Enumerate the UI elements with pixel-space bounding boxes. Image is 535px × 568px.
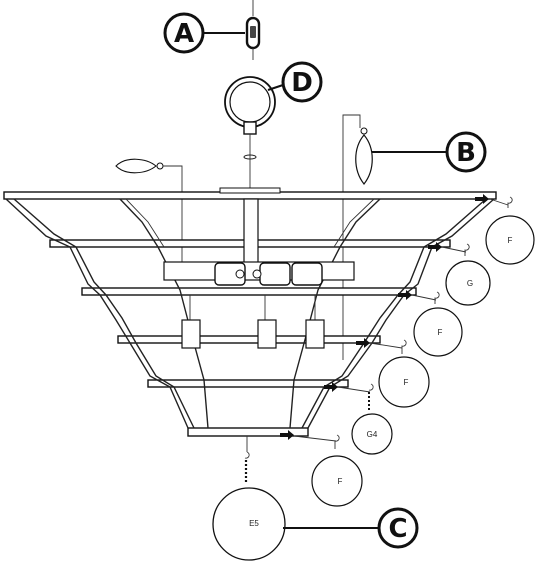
crystal-drop-small-icon — [115, 158, 205, 279]
callout-b-label: B — [456, 138, 476, 168]
ornament-ball-5-label: G4 — [367, 430, 378, 439]
ornament-ball-1: F — [485, 196, 535, 265]
ornament-ball-2-label: G — [467, 279, 473, 288]
ornament-ball-5: G4 — [337, 383, 393, 455]
ornament-ball-4-label: F — [404, 378, 409, 387]
ornament-ball-bottom-label: E5 — [249, 519, 259, 528]
ornament-ball-2: G — [441, 243, 491, 306]
callout-a: A — [163, 12, 245, 54]
callout-d-label: D — [291, 68, 313, 98]
crystal-drop-icon — [342, 114, 373, 360]
ornament-ball-3: F — [411, 291, 463, 357]
callout-c: C — [283, 507, 419, 549]
ornament-ball-4: F — [369, 339, 430, 408]
ring-arrows — [280, 194, 489, 440]
ornament-ball-bottom: E5 — [212, 451, 286, 561]
ornament-ball-1-label: F — [508, 236, 513, 245]
callout-d: D — [267, 61, 323, 103]
center-body — [163, 198, 355, 452]
carabiner-clip-icon — [245, 0, 261, 60]
callout-a-label: A — [174, 19, 194, 49]
ornament-ball-6-label: F — [338, 477, 343, 486]
ornament-ball-3-label: F — [438, 328, 443, 337]
ornament-ball-6: F — [293, 434, 363, 507]
ceiling-ring-icon — [224, 76, 276, 192]
callout-c-label: C — [388, 514, 407, 544]
callout-b: B — [372, 131, 487, 173]
